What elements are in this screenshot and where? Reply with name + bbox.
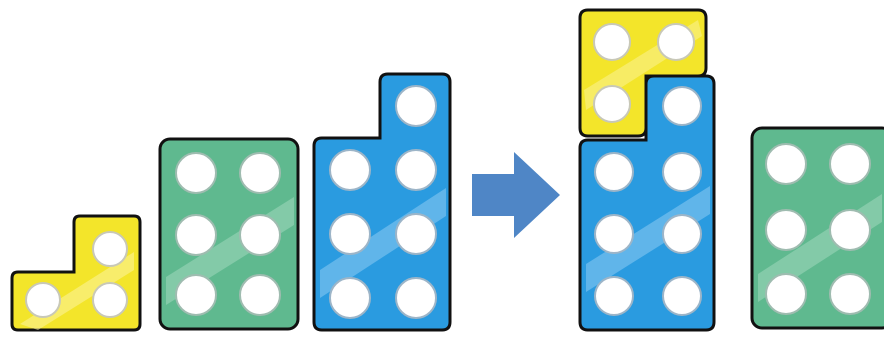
rod-hole [396,150,436,190]
rod-hole [766,144,806,184]
number-7-rod-left-shape [312,70,454,334]
rod-hole [663,87,701,125]
rod-hole [595,215,633,253]
number-6-rod-left-shape [158,137,300,333]
rod-hole [663,215,701,253]
rod-hole [663,277,701,315]
arrow-right-shape [470,150,562,240]
stacked-rods [578,6,718,332]
rod-hole [766,210,806,250]
rod-hole [830,210,870,250]
rod-hole [594,86,630,122]
number-3-rod-left-shape [10,212,142,334]
rod-hole [176,153,216,193]
number-7-rod-right-shape [578,6,718,332]
number-6-rod-left [158,137,300,333]
arrow-right-icon [470,150,562,240]
rod-hole [240,275,280,315]
rod-hole [594,24,630,60]
rod-hole [330,150,370,190]
rod-hole [176,275,216,315]
rod-hole [330,214,370,254]
arrow-right-body [472,152,560,238]
rod-hole [93,283,127,317]
rod-hole [396,86,436,126]
rod-hole [396,278,436,318]
rod-hole [176,215,216,255]
rod-hole [595,277,633,315]
rod-hole [396,214,436,254]
number-7-rod-left [312,70,454,334]
rod-hole [26,283,60,317]
rod-hole [240,215,280,255]
number-6-rod-right-shape [750,126,884,332]
rod-hole [766,274,806,314]
rod-hole [240,153,280,193]
number-6-rod-right [750,126,884,332]
rod-hole [595,153,633,191]
rod-hole [330,278,370,318]
rod-hole [658,24,694,60]
rod-hole [830,144,870,184]
rod-hole [93,232,127,266]
rod-hole [830,274,870,314]
rod-hole [663,153,701,191]
number-3-rod-left [10,212,142,334]
